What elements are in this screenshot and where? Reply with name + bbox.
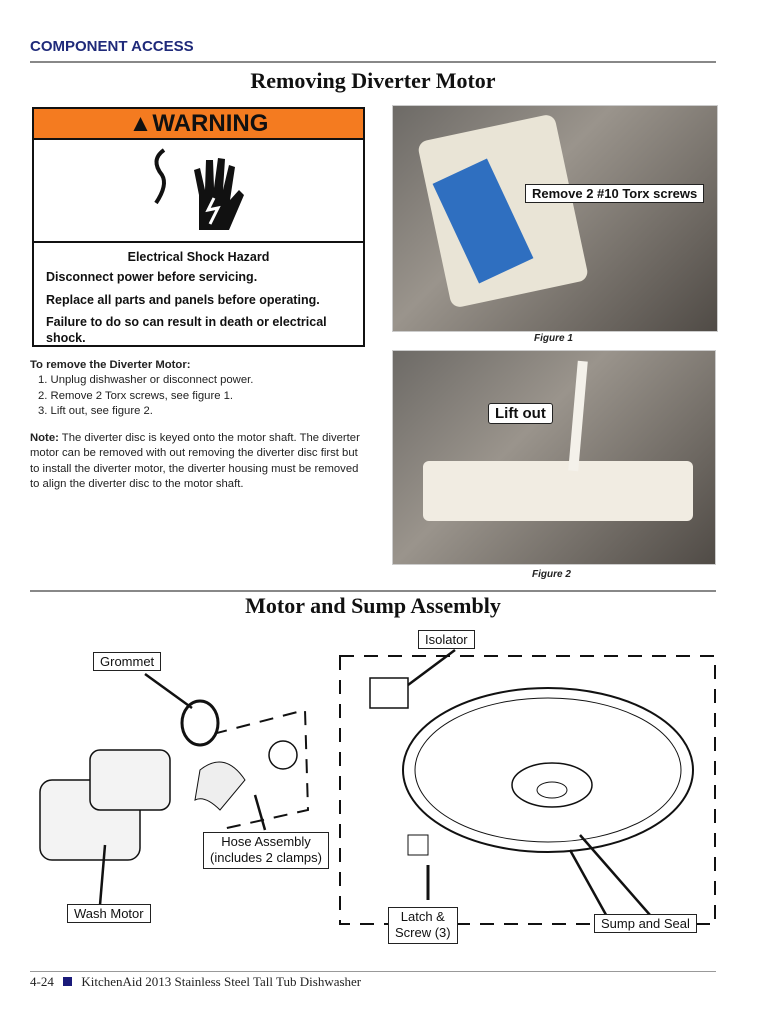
wash-motor-callout: Wash Motor — [67, 904, 151, 923]
figure-1-photo: Remove 2 #10 Torx screws — [392, 105, 718, 332]
step: 3. Lift out, see figure 2. — [38, 404, 153, 417]
motor-shaft-image — [568, 360, 588, 472]
sump-seal-callout: Sump and Seal — [594, 914, 697, 933]
grommet-callout: Grommet — [93, 652, 162, 671]
motor-sump-diagram — [39, 648, 716, 925]
warning-header: ▲WARNING — [34, 109, 363, 140]
page-title: Removing Diverter Motor — [250, 68, 496, 93]
figure-1-callout: Remove 2 #10 Torx screws — [525, 184, 705, 203]
isolator-callout: Isolator — [418, 630, 475, 649]
footer-divider — [30, 971, 716, 972]
section-header: COMPONENT ACCESS — [30, 38, 194, 55]
step: 1. Unplug dishwasher or disconnect power… — [38, 374, 254, 387]
warning-line: Disconnect power before servicing. — [46, 270, 258, 285]
note-text: The diverter disc is keyed onto the moto… — [30, 432, 360, 490]
figure-2-callout: Lift out — [488, 403, 553, 424]
figure-1-caption: Figure 1 — [534, 333, 573, 344]
instructions-heading: To remove the Diverter Motor: — [30, 359, 191, 371]
footer-text: KitchenAid 2013 Stainless Steel Tall Tub… — [81, 974, 362, 989]
warning-heading: Electrical Shock Hazard — [127, 250, 270, 264]
warning-label: WARNING — [152, 110, 269, 137]
divider — [30, 61, 716, 63]
note: Note: The diverter disc is keyed onto th… — [30, 431, 370, 492]
section-title: Motor and Sump Assembly — [245, 593, 501, 618]
divider — [30, 590, 716, 592]
warning-line: Failure to do so can result in death or … — [46, 314, 327, 345]
shock-hazard-icon — [34, 140, 363, 243]
step: 2. Remove 2 Torx screws, see figure 1. — [38, 389, 234, 402]
diverter-motor-image — [423, 461, 693, 521]
instructions: To remove the Diverter Motor: 1. Unplug … — [30, 358, 370, 492]
figure-2-photo: Lift out — [392, 350, 716, 565]
warning-triangle-icon: ▲ — [128, 110, 153, 137]
figure-2-caption: Figure 2 — [532, 569, 571, 580]
footer: 4-24 KitchenAid 2013 Stainless Steel Tal… — [30, 974, 361, 990]
footer-square-icon — [63, 977, 73, 986]
latch-screw-callout: Latch & Screw (3) — [388, 907, 458, 944]
note-label: Note: — [30, 432, 59, 444]
page-number: 4-24 — [30, 974, 54, 989]
hose-assembly-callout: Hose Assembly (includes 2 clamps) — [203, 832, 329, 869]
warning-line: Replace all parts and panels before oper… — [46, 292, 320, 307]
warning-box: ▲WARNING Electrical Shock Hazard Disconn… — [32, 107, 365, 347]
